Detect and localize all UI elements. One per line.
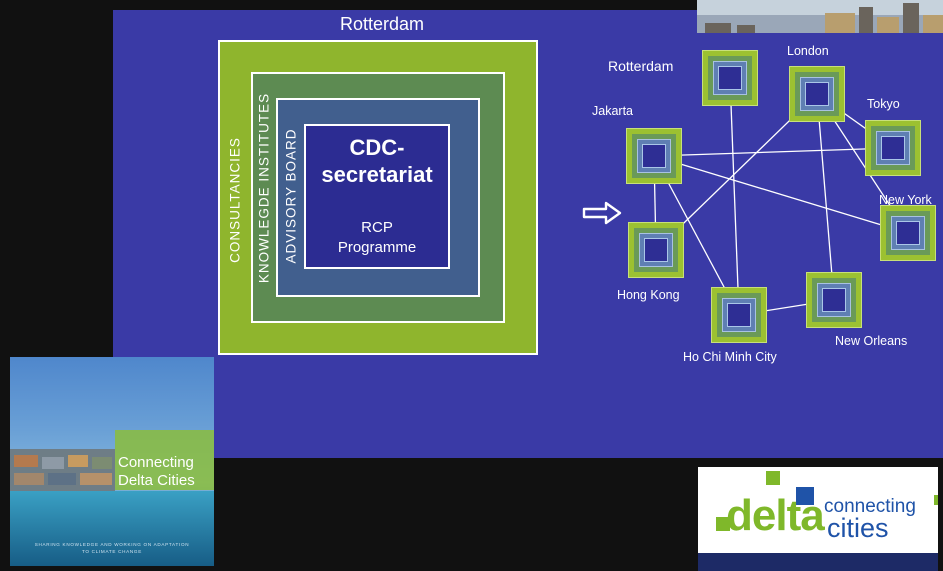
- book-title: Connecting Delta Cities: [118, 454, 195, 489]
- city-label-tokyo: Tokyo: [867, 97, 900, 111]
- city-label-hong-kong: Hong Kong: [617, 288, 680, 302]
- ring-label-advisory-board: ADVISORY BOARD: [283, 128, 299, 264]
- logo-word-delta: delta: [726, 491, 825, 540]
- core-secretariat: [304, 124, 450, 269]
- city-node-jakarta: [626, 128, 682, 184]
- city-node-rotterdam: [702, 50, 758, 106]
- arrow-right-icon: [582, 201, 622, 225]
- ring-label-knowledge-institutes: KNOWLEGDE INSTITUTES: [256, 92, 272, 284]
- connecting-delta-cities-logo: delta connecting cities: [698, 467, 938, 571]
- city-label-london: London: [787, 44, 829, 58]
- city-label-new-york: New York: [879, 193, 932, 207]
- city-node-hong-kong: [628, 222, 684, 278]
- city-node-tokyo: [865, 120, 921, 176]
- ring-label-consultancies: CONSULTANCIES: [227, 137, 243, 263]
- logo-word-connecting: connecting: [824, 496, 916, 517]
- city-node-new-york: [880, 205, 936, 261]
- core-title: CDC- secretariat: [321, 135, 433, 187]
- book-cover: Connecting Delta Cities SHARING KNOWLEDG…: [10, 357, 214, 566]
- city-node-london: [789, 66, 845, 122]
- book-tagline: SHARING KNOWLEDGE AND WORKING ON ADAPTAT…: [34, 542, 190, 554]
- city-node-ho-chi-minh: [711, 287, 767, 343]
- logo-word-cities: cities: [827, 513, 889, 543]
- core-subtitle: RCP Programme: [337, 219, 417, 256]
- city-label-new-orleans: New Orleans: [835, 334, 908, 348]
- city-photo: [697, 0, 943, 33]
- city-label-ho-chi-minh: Ho Chi Minh City: [683, 350, 777, 364]
- city-node-new-orleans: [806, 272, 862, 328]
- city-label-jakarta: Jakarta: [592, 104, 633, 118]
- city-label-rotterdam: Rotterdam: [608, 58, 674, 74]
- diagram-title: Rotterdam: [339, 14, 425, 34]
